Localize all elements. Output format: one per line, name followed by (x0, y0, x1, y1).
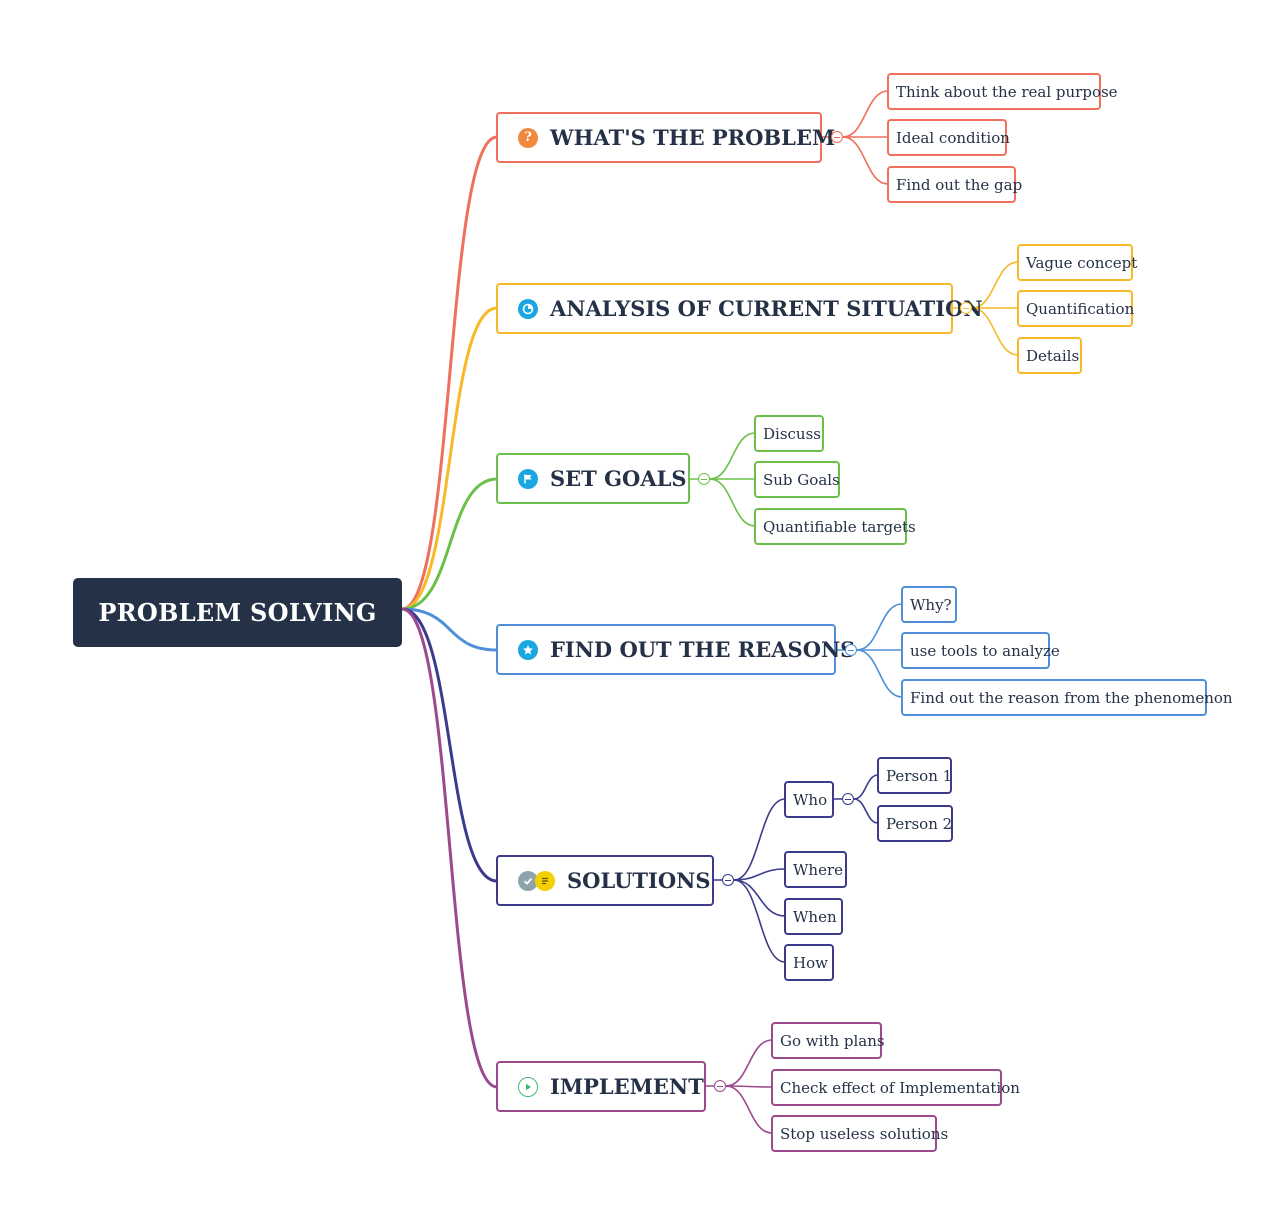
child-connector (733, 868, 786, 881)
topic-whats-the-problem[interactable]: ? WHAT'S THE PROBLEM (496, 112, 835, 163)
collapse-toggle-implement[interactable] (714, 1080, 726, 1092)
subtopic[interactable]: When (784, 898, 843, 935)
subtopic[interactable]: Quantifiable targets (754, 508, 916, 545)
root-connector (400, 607, 499, 883)
topic-label: ANALYSIS OF CURRENT SITUATION (550, 296, 983, 321)
subtopic[interactable]: Quantification (1017, 290, 1134, 327)
subtopic[interactable]: Where (784, 851, 847, 888)
child-connector (725, 1085, 773, 1134)
child-connector (709, 478, 756, 527)
topic-label: SET GOALS (550, 466, 687, 491)
subtopic[interactable]: Why? (901, 586, 957, 623)
child-connector (733, 879, 786, 963)
subtopic[interactable]: Stop useless solutions (771, 1115, 948, 1152)
root-connector (400, 607, 499, 652)
collapse-toggle-solutions[interactable] (722, 874, 734, 886)
topic-label: FIND OUT THE REASONS (550, 637, 856, 662)
topic-implement[interactable]: IMPLEMENT (496, 1061, 706, 1112)
flag-icon (518, 468, 538, 489)
child-connector (725, 1039, 773, 1087)
subtopic[interactable]: Who (784, 781, 834, 818)
subtopic[interactable]: Find out the gap (887, 166, 1022, 203)
subtopic[interactable]: Discuss (754, 415, 824, 452)
pie-chart-icon (518, 298, 538, 319)
root-connector (400, 306, 499, 611)
subtopic[interactable]: Details (1017, 337, 1082, 374)
child-connector (733, 798, 786, 881)
topic-find-out-the-reasons[interactable]: FIND OUT THE REASONS (496, 624, 855, 675)
child-connector (709, 432, 756, 480)
child-connector (971, 307, 1019, 356)
child-connector (733, 879, 786, 917)
subtopic[interactable]: Ideal condition (887, 119, 1010, 156)
collapse-toggle-problem[interactable] (831, 131, 843, 143)
subtopic[interactable]: Person 2 (877, 805, 953, 842)
child-connector (853, 798, 879, 824)
subtopic[interactable]: Check effect of Implementation (771, 1069, 1020, 1106)
subtopic[interactable]: Vague concept (1017, 244, 1137, 281)
star-icon (518, 639, 538, 660)
collapse-toggle-reasons[interactable] (845, 644, 857, 656)
topic-set-goals[interactable]: SET GOALS (496, 453, 690, 504)
subtopic[interactable]: Person 1 (877, 757, 952, 794)
collapse-toggle-who[interactable] (842, 793, 854, 805)
central-topic[interactable]: PROBLEM SOLVING (73, 578, 402, 647)
child-connector (971, 261, 1019, 309)
topic-label: WHAT'S THE PROBLEM (550, 125, 836, 150)
subtopic[interactable]: How (784, 944, 834, 981)
topic-analysis-of-current-situation[interactable]: ANALYSIS OF CURRENT SITUATION (496, 283, 983, 334)
child-connector (725, 1085, 773, 1088)
child-connector (842, 136, 889, 185)
root-connector (400, 477, 499, 611)
collapse-toggle-analysis[interactable] (960, 302, 972, 314)
check-icon (518, 870, 538, 891)
child-connector (856, 603, 903, 651)
child-connector (853, 774, 879, 800)
topic-label: IMPLEMENT (550, 1074, 704, 1099)
subtopic[interactable]: Find out the reason from the phenomenon (901, 679, 1233, 716)
note-icon (535, 870, 555, 891)
child-connector (856, 649, 903, 698)
subtopic[interactable]: Sub Goals (754, 461, 840, 498)
subtopic[interactable]: Think about the real purpose (887, 73, 1118, 110)
play-icon (518, 1076, 538, 1097)
root-connector (400, 135, 499, 611)
question-icon: ? (518, 127, 538, 148)
child-connector (842, 90, 889, 138)
topic-label: SOLUTIONS (567, 868, 711, 893)
topic-solutions[interactable]: SOLUTIONS (496, 855, 714, 906)
collapse-toggle-goals[interactable] (698, 473, 710, 485)
subtopic[interactable]: use tools to analyze (901, 632, 1060, 669)
subtopic[interactable]: Go with plans (771, 1022, 885, 1059)
root-connector (400, 607, 499, 1089)
